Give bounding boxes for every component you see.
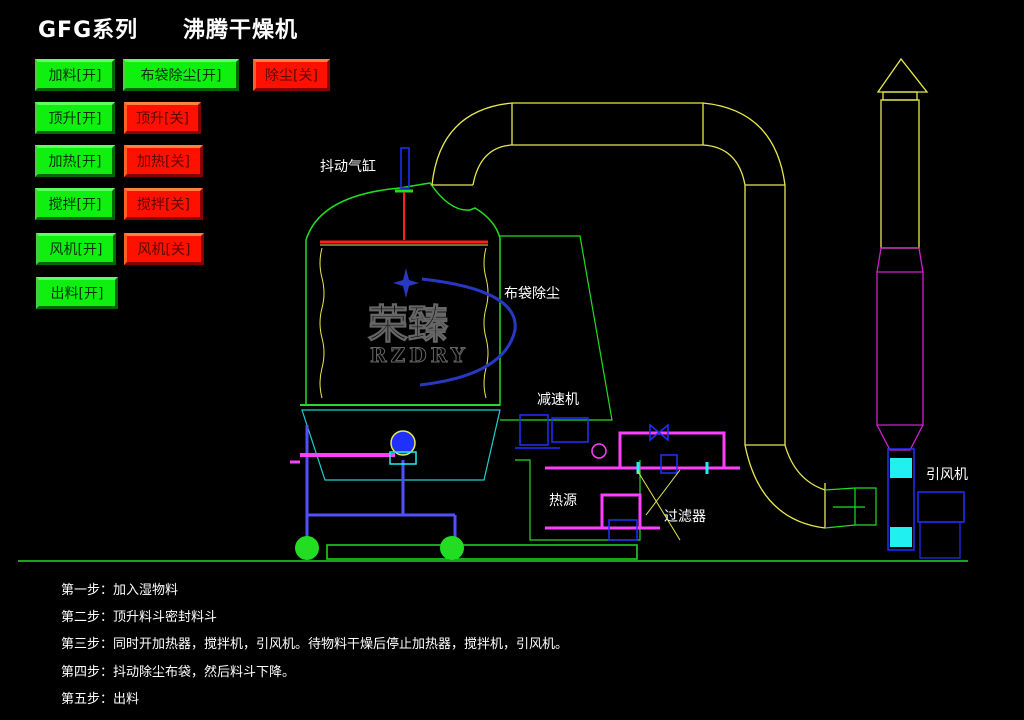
lift-motor bbox=[390, 430, 416, 456]
shaker-cylinder bbox=[400, 147, 410, 189]
fan-on-button[interactable]: 风机[开] bbox=[36, 233, 116, 265]
label-bag-dust: 布袋除尘 bbox=[504, 286, 560, 302]
wheel-left bbox=[295, 536, 319, 560]
wheel-right bbox=[440, 536, 464, 560]
step-2: 第二步：顶升料斗密封料斗 bbox=[61, 610, 218, 625]
step-3: 第三步：同时开加热器，搅拌机，引风机。待物料干燥后停止加热器，搅拌机，引风机。 bbox=[61, 637, 569, 652]
discharge-on-button[interactable]: 出料[开] bbox=[36, 277, 118, 309]
label-heat-source: 热源 bbox=[549, 493, 577, 509]
fan-motor bbox=[917, 491, 965, 523]
fan-off-button[interactable]: 风机[关] bbox=[124, 233, 204, 265]
label-reducer: 减速机 bbox=[537, 392, 579, 408]
stir-off-button[interactable]: 搅拌[关] bbox=[124, 188, 203, 220]
lift-off-button[interactable]: 顶升[关] bbox=[124, 102, 201, 134]
step-4: 第四步：抖动除尘布袋，然后料斗下降。 bbox=[61, 665, 296, 680]
base-frame bbox=[326, 544, 638, 560]
hopper bbox=[301, 409, 501, 481]
watermark-cn: 荣臻 bbox=[368, 302, 449, 349]
step-1: 第一步：加入湿物料 bbox=[61, 583, 179, 598]
stir-on-button[interactable]: 搅拌[开] bbox=[35, 188, 115, 220]
step-5: 第五步：出料 bbox=[61, 692, 140, 707]
valves bbox=[636, 462, 709, 474]
label-filter: 过滤器 bbox=[664, 509, 706, 525]
pressure-gauge bbox=[591, 443, 607, 459]
fan-inlet bbox=[824, 487, 877, 529]
heat-source-box bbox=[515, 459, 641, 541]
induced-fan bbox=[887, 448, 915, 551]
heat-on-button[interactable]: 加热[开] bbox=[35, 145, 115, 177]
reducer-motor bbox=[515, 414, 589, 449]
label-shaker-cylinder: 抖动气缸 bbox=[320, 159, 376, 175]
cart-frame bbox=[305, 425, 457, 540]
filter-pointer bbox=[636, 469, 681, 541]
dust-off-button[interactable]: 除尘[关] bbox=[253, 59, 330, 91]
steam-pipes bbox=[545, 431, 740, 530]
exhaust-stack bbox=[876, 57, 929, 451]
air-duct bbox=[431, 102, 826, 529]
feed-on-button[interactable]: 加料[开] bbox=[35, 59, 115, 91]
heat-off-button[interactable]: 加热[关] bbox=[124, 145, 203, 177]
filter-bag-right bbox=[483, 247, 489, 399]
label-induced-fan: 引风机 bbox=[926, 467, 968, 483]
series-title: GFG系列 bbox=[38, 18, 139, 43]
bag-dust-on-button[interactable]: 布袋除尘[开] bbox=[123, 59, 239, 91]
filter-bag-left bbox=[319, 247, 325, 399]
page-title: 沸腾干燥机 bbox=[183, 18, 299, 43]
watermark-en: RZDRY bbox=[370, 343, 469, 368]
lift-on-button[interactable]: 顶升[开] bbox=[35, 102, 115, 134]
